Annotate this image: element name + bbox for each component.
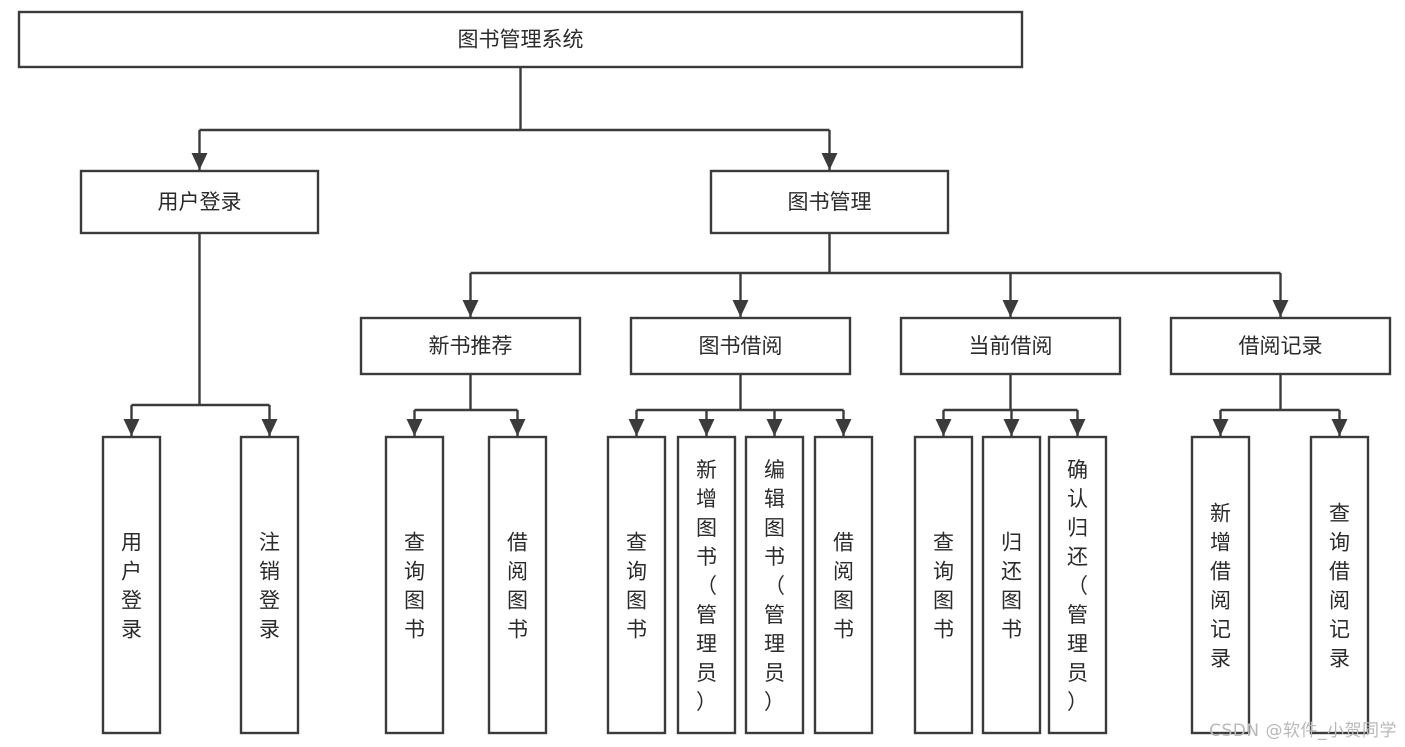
tree-node-leaf-0[interactable]: 用户登录 [101,435,162,735]
node-label: 查询图书 [933,531,954,642]
arrow-head-icon [191,153,208,170]
arrow-head-icon [509,419,526,436]
arrow-head-icon [628,419,645,436]
node-box [1047,435,1108,735]
arrow-head-icon [462,300,479,317]
tree-node-leaf-2[interactable]: 查询图书 [384,435,445,735]
tree-node-l3-0[interactable]: 新书推荐 [359,316,582,376]
tree-node-leaf-9[interactable]: 归还图书 [981,435,1042,735]
tree-node-leaf-6[interactable]: 编辑图书（管理员） [744,435,805,735]
tree-node-l3-3[interactable]: 借阅记录 [1169,316,1392,376]
tree-node-l2-0[interactable]: 用户登录 [79,169,320,235]
node-box [487,435,548,735]
node-box [1169,316,1392,376]
node-label: 新增借阅记录 [1210,502,1231,671]
node-label: 确认归还（管理员） [1067,458,1088,714]
tree-node-leaf-8[interactable]: 查询图书 [913,435,974,735]
node-label: 用户登录 [121,531,142,642]
connector-layer [123,67,1348,436]
node-box [359,316,582,376]
arrow-head-icon [835,419,852,436]
node-label: 查询图书 [626,531,647,642]
tree-node-leaf-4[interactable]: 查询图书 [606,435,667,735]
arrow-head-icon [935,419,952,436]
node-label: 查询借阅记录 [1329,502,1350,671]
tree-node-leaf-12[interactable]: 查询借阅记录 [1309,435,1370,735]
tree-node-root-0[interactable]: 图书管理系统 [17,10,1024,69]
node-label: 注销登录 [259,531,280,642]
node-label: 编辑图书（管理员） [764,458,785,714]
arrow-head-icon [406,419,423,436]
tree-node-leaf-7[interactable]: 借阅图书 [813,435,874,735]
node-box [744,435,805,735]
node-label: 图书管理系统 [458,28,584,52]
node-box [913,435,974,735]
tree-node-leaf-5[interactable]: 新增图书（管理员） [676,435,737,735]
node-label: 借阅图书 [507,531,528,642]
arrow-head-icon [1331,419,1348,436]
node-box [709,169,950,235]
tree-node-l3-2[interactable]: 当前借阅 [899,316,1122,376]
tree-node-l2-1[interactable]: 图书管理 [709,169,950,235]
node-layer: 图书管理系统用户登录图书管理新书推荐图书借阅当前借阅借阅记录用户登录注销登录查询… [17,10,1392,735]
arrow-head-icon [261,419,278,436]
node-label: 图书借阅 [699,334,783,358]
node-label: 查询图书 [404,531,425,642]
node-box [629,316,852,376]
node-box [101,435,162,735]
node-box [384,435,445,735]
node-box [239,435,300,735]
node-box [1190,435,1251,735]
arrow-head-icon [732,300,749,317]
tree-node-leaf-11[interactable]: 新增借阅记录 [1190,435,1251,735]
node-label: 用户登录 [158,190,242,214]
arrow-head-icon [698,419,715,436]
arrow-head-icon [766,419,783,436]
node-box [813,435,874,735]
tree-node-leaf-10[interactable]: 确认归还（管理员） [1047,435,1108,735]
arrow-head-icon [1212,419,1229,436]
arrow-head-icon [1003,419,1020,436]
node-label: 新增图书（管理员） [696,458,717,714]
arrow-head-icon [821,153,838,170]
tree-node-leaf-1[interactable]: 注销登录 [239,435,300,735]
arrow-head-icon [1272,300,1289,317]
node-label: 归还图书 [1001,531,1022,642]
node-box [981,435,1042,735]
node-box [606,435,667,735]
node-label: 借阅图书 [833,531,854,642]
node-box [676,435,737,735]
tree-node-leaf-3[interactable]: 借阅图书 [487,435,548,735]
arrow-head-icon [1002,300,1019,317]
tree-node-l3-1[interactable]: 图书借阅 [629,316,852,376]
arrow-head-icon [123,419,140,436]
node-box [899,316,1122,376]
watermark-text: CSDN @软件_小贺同学 [1209,721,1397,741]
node-label: 图书管理 [788,190,872,214]
arrow-head-icon [1069,419,1086,436]
node-box [17,10,1024,69]
node-box [79,169,320,235]
node-label: 新书推荐 [429,334,513,358]
node-label: 借阅记录 [1239,334,1323,358]
node-label: 当前借阅 [969,334,1053,358]
node-box [1309,435,1370,735]
